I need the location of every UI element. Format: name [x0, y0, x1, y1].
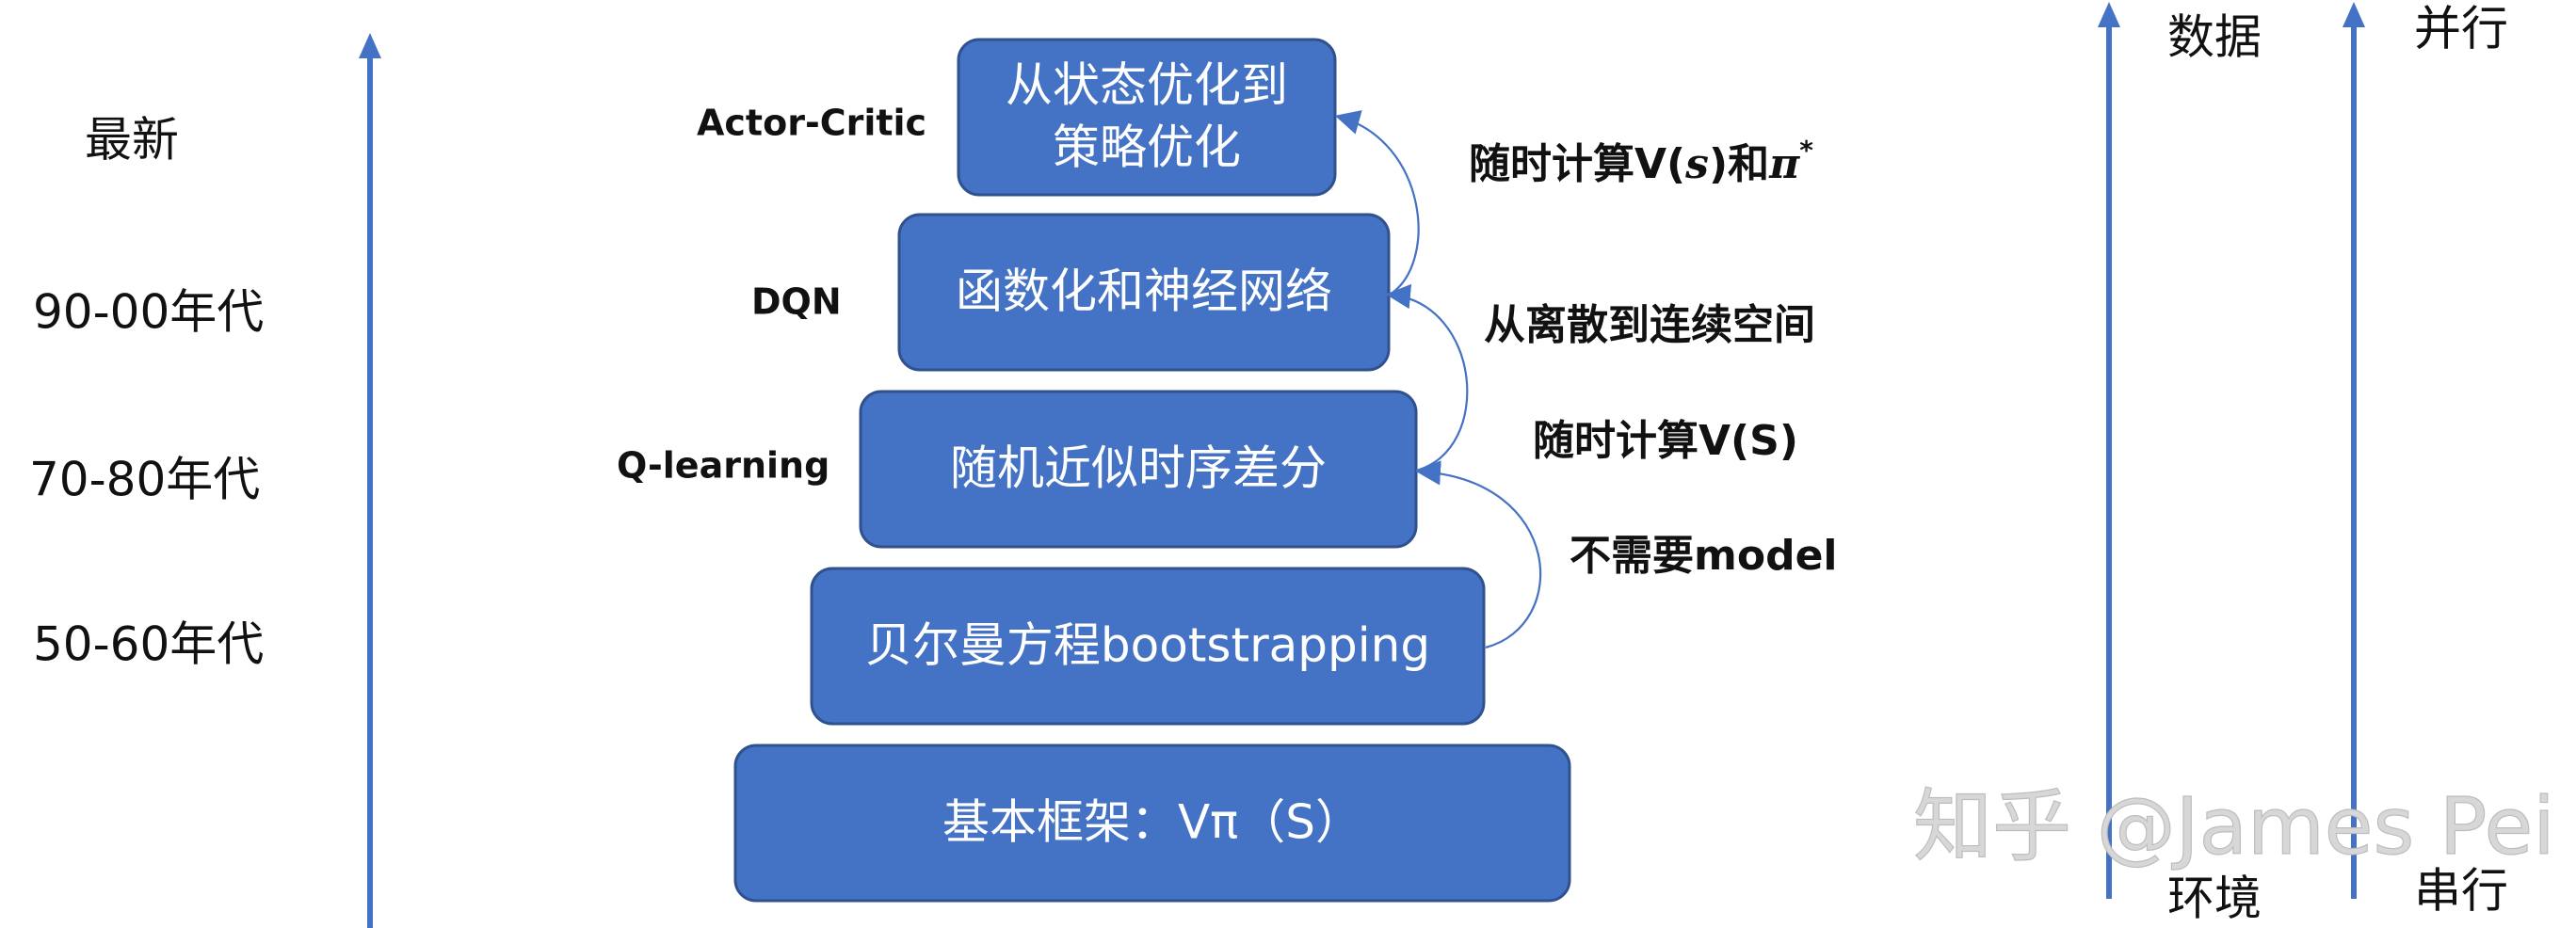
note-pi-star: * [1799, 135, 1813, 166]
note-compute-v-pi: 随时计算V(s)和π* [1469, 135, 1813, 188]
box-policy-optimization-line1: 从状态优化到 [1006, 58, 1288, 113]
box-policy-optimization-line2: 策略优化 [1053, 120, 1241, 175]
connector-neural-to-policy [1334, 110, 1420, 296]
note-pi-s: s [1684, 140, 1709, 188]
note-continuous-space: 从离散到连续空间 [1484, 301, 1815, 349]
timeline-arrowhead [359, 33, 381, 58]
box-stochastic-td: 随机近似时序差分 [859, 390, 1418, 549]
box-function-neural-network: 函数化和神经网络 [897, 213, 1391, 372]
box-policy-optimization: 从状态优化到 策略优化 [957, 38, 1337, 197]
era-90-00: 90-00年代 [33, 285, 264, 340]
box-bellman-bootstrapping-label: 贝尔曼方程bootstrapping [865, 618, 1430, 673]
axis-label-serial: 串行 [2414, 864, 2508, 919]
axis-label-environment: 环境 [2167, 872, 2262, 926]
watermark-text: 知乎 @James Pei [1913, 780, 2555, 872]
connector-td-to-neural [1385, 283, 1469, 472]
note-pi-symbol: π [1768, 140, 1800, 188]
era-70-80: 70-80年代 [29, 453, 260, 507]
note-no-model: 不需要model [1570, 532, 1838, 580]
algorithm-q-learning: Q-learning [617, 445, 829, 487]
axis-label-data: 数据 [2167, 10, 2262, 65]
algorithm-actor-critic: Actor-Critic [697, 103, 926, 144]
axis-label-parallel: 并行 [2414, 2, 2508, 56]
parallel-serial-axis-arrowhead [2343, 2, 2365, 27]
box-basic-framework-label: 基本框架：Vπ（S） [942, 795, 1362, 850]
box-bellman-bootstrapping: 贝尔曼方程bootstrapping [810, 567, 1486, 726]
era-50-60: 50-60年代 [33, 617, 264, 672]
algorithm-dqn: DQN [751, 281, 842, 323]
data-environment-axis-arrowhead [2098, 2, 2120, 27]
note-pi-mid: )和 [1709, 140, 1769, 188]
connector-bellman-to-td [1415, 460, 1542, 649]
box-basic-framework: 基本框架：Vπ（S） [733, 744, 1571, 903]
box-function-neural-network-label: 函数化和神经网络 [956, 264, 1332, 319]
note-compute-v-s: 随时计算V(S) [1533, 417, 1798, 465]
note-pi-prefix: 随时计算V( [1469, 140, 1685, 188]
box-stochastic-td-label: 随机近似时序差分 [950, 441, 1327, 496]
era-latest: 最新 [85, 113, 179, 168]
